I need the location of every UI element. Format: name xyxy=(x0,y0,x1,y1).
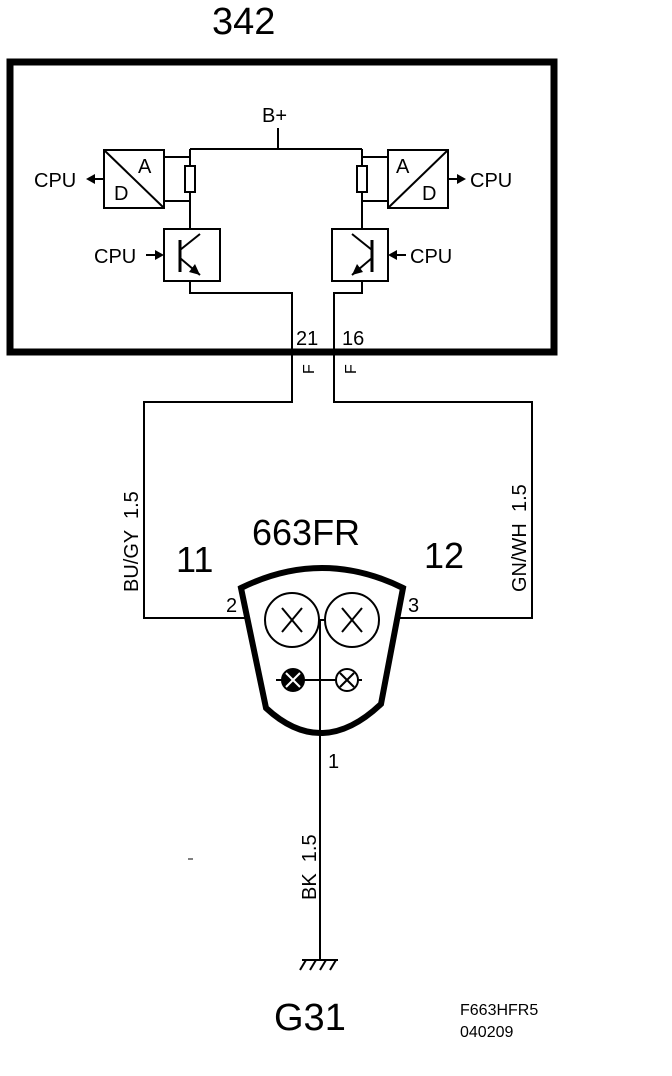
left-transistor-arrow-icon xyxy=(189,264,200,275)
wire-gn-wh xyxy=(333,352,533,619)
bulb-left-cross-2 xyxy=(281,607,303,633)
control-unit-box xyxy=(6,58,558,356)
right-transistor-collector xyxy=(351,233,373,251)
right-transistor-box xyxy=(331,228,389,282)
right-output-wire xyxy=(333,281,363,352)
bulb-right-cross-2 xyxy=(341,607,363,633)
lamp-pin-3-label: 3 xyxy=(408,595,419,617)
left-adc-diagonal xyxy=(103,149,165,209)
right-cpu-arrow-icon xyxy=(457,174,466,184)
indicator-right-cross-2 xyxy=(339,672,355,688)
wire-bu-gy xyxy=(143,352,293,619)
right-cpu-input-arrow-icon xyxy=(388,250,397,260)
lamp-pin-2-label: 2 xyxy=(226,595,237,617)
wire-ground-label: BK 1.5 xyxy=(299,834,321,900)
left-cpu-output-label: CPU xyxy=(34,170,76,192)
left-adc-d: D xyxy=(114,183,128,205)
left-adc-a: A xyxy=(138,156,152,178)
left-cpu-input-arrow-icon xyxy=(155,250,164,260)
lamp-right-number: 12 xyxy=(424,535,464,576)
right-resistor xyxy=(356,165,368,193)
control-unit-label: 342 xyxy=(212,1,275,43)
left-cpu-input-label: CPU xyxy=(94,246,136,268)
pin-21-flag: F xyxy=(301,364,318,374)
footer-code: F663HFR5 xyxy=(460,1002,538,1019)
ground-label: G31 xyxy=(274,997,346,1039)
ground-icon xyxy=(299,959,338,971)
lamp-label: 663FR xyxy=(252,512,360,553)
right-transistor-arrow-icon xyxy=(352,264,363,275)
left-transistor-collector xyxy=(179,233,201,251)
right-adc-a: A xyxy=(396,156,410,178)
lamp-left-number: 11 xyxy=(176,539,213,580)
pin-21-label: 21 xyxy=(296,328,318,350)
wire-right-label: GN/WH 1.5 xyxy=(509,484,531,592)
right-adc-d: D xyxy=(422,183,436,205)
lamp-housing xyxy=(237,565,407,736)
left-cpu-arrow-icon xyxy=(86,174,95,184)
right-cpu-output-label: CPU xyxy=(470,170,512,192)
indicator-left-cross-2 xyxy=(285,672,301,688)
pin-16-flag: F xyxy=(343,364,360,374)
left-output-wire xyxy=(189,281,293,352)
left-resistor xyxy=(184,165,196,193)
lamp-pin-1-label: 1 xyxy=(328,751,339,773)
footer-date: 040209 xyxy=(460,1024,513,1041)
right-adc-diagonal xyxy=(387,149,449,209)
pin-16-label: 16 xyxy=(342,328,364,350)
supply-label: B+ xyxy=(262,105,287,127)
right-cpu-input-label: CPU xyxy=(410,246,452,268)
wire-left-label: BU/GY 1.5 xyxy=(121,491,143,592)
left-transistor-box xyxy=(163,228,221,282)
